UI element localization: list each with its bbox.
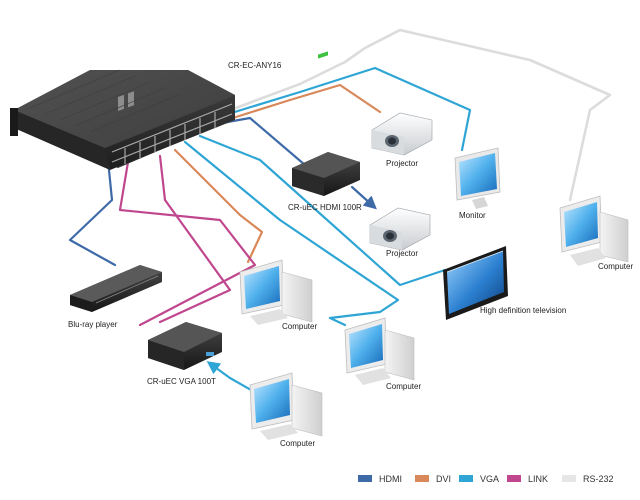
cable-hdmi-bluray [68, 158, 117, 267]
projector-bottom [369, 207, 431, 251]
computer-bottom [249, 372, 323, 440]
cable-hdmi-projector-bottom [350, 185, 377, 210]
legend: HDMI DVI VGA LINK RS-232 [358, 474, 614, 484]
legend-swatch-rs232 [562, 475, 576, 482]
legend-label-vga: VGA [480, 474, 499, 484]
projector-bottom-label: Projector [386, 249, 418, 258]
computer-mid [239, 259, 313, 325]
computer-mid-label: Computer [282, 322, 317, 331]
matrix-label: CR-EC-ANY16 [228, 61, 282, 70]
bluray-label: Blu-ray player [68, 320, 118, 329]
computer-right-label: Computer [598, 262, 633, 271]
cable-link-b [118, 148, 257, 327]
bluray-player [70, 265, 162, 312]
cable-dvi-computer-mid [173, 148, 264, 264]
projector-top-label: Projector [386, 159, 418, 168]
vga-transmitter-box [148, 322, 222, 370]
legend-swatch-vga [459, 475, 473, 482]
hdtv-label: High definition television [480, 306, 566, 315]
legend-label-rs232: RS-232 [583, 474, 614, 484]
cable-vga-hdtv [198, 134, 447, 287]
projector-top [371, 112, 433, 156]
cable-rs232-computer-right [223, 28, 612, 202]
legend-label-hdmi: HDMI [379, 474, 402, 484]
hdmi-receiver-box [292, 51, 360, 196]
cable-dvi-projector [218, 83, 382, 124]
matrix-switcher [10, 69, 235, 170]
computer-center [344, 317, 415, 385]
cable-vga-computer-center [183, 140, 400, 327]
legend-swatch-dvi [415, 475, 429, 482]
computer-center-label: Computer [386, 382, 421, 391]
hdtv [443, 246, 508, 320]
monitor [454, 147, 501, 209]
computer-bottom-label: Computer [280, 439, 315, 448]
cable-vga-monitor [213, 66, 472, 152]
legend-label-dvi: DVI [436, 474, 451, 484]
legend-label-link: LINK [528, 474, 548, 484]
legend-swatch-link [507, 475, 521, 482]
receiver-label: CR-uEC HDMI 100R [288, 203, 362, 212]
monitor-label: Monitor [459, 211, 486, 220]
legend-swatch-hdmi [358, 475, 372, 482]
transmitter-label: CR-uEC VGA 100T [147, 377, 216, 386]
computer-right [559, 195, 629, 266]
cable-link-transmitter [158, 154, 232, 324]
